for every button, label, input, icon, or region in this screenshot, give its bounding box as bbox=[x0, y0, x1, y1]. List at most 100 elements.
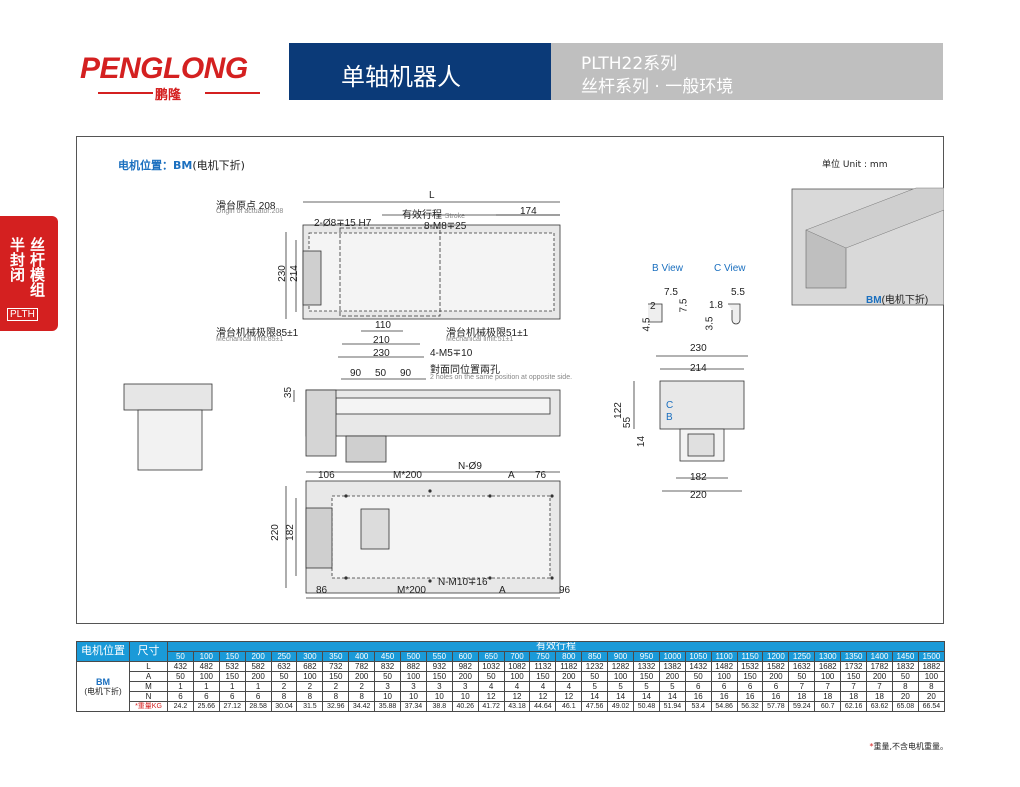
label-76: 76 bbox=[535, 470, 547, 481]
label-eb: B bbox=[666, 412, 673, 423]
table-cell: 1482 bbox=[710, 661, 738, 672]
table-cell: 100 bbox=[710, 671, 738, 682]
table-cell: 6 bbox=[684, 681, 712, 692]
table-cell: 200 bbox=[658, 671, 686, 682]
table-cell: 2 bbox=[270, 681, 298, 692]
stroke-header-cell: 50 bbox=[167, 651, 194, 662]
table-cell: 60.7 bbox=[814, 701, 842, 712]
page-title: 单轴机器人 bbox=[341, 63, 461, 91]
label-m200b: M*200 bbox=[397, 585, 426, 596]
motor-position-code: BM bbox=[173, 159, 193, 172]
table-cell: 1282 bbox=[607, 661, 635, 672]
label-e14: 14 bbox=[636, 435, 648, 448]
label-mech85: 滑台机械极限85±1 bbox=[216, 328, 299, 339]
table-cell: 2 bbox=[296, 681, 324, 692]
table-cell: 44.64 bbox=[529, 701, 557, 712]
table-cell: 150 bbox=[529, 671, 557, 682]
table-cell: 582 bbox=[244, 661, 272, 672]
logo-chinese: 鹏隆 bbox=[155, 88, 182, 103]
table-cell: 982 bbox=[451, 661, 479, 672]
table-cell: 732 bbox=[322, 661, 350, 672]
table-cell: 150 bbox=[736, 671, 764, 682]
table-cell: 782 bbox=[348, 661, 376, 672]
label-stroke-cn: 有效行程 bbox=[402, 210, 442, 221]
table-cell: 20 bbox=[917, 691, 945, 702]
stroke-header-cell: 650 bbox=[477, 651, 505, 662]
table-cell: 30.04 bbox=[270, 701, 298, 712]
top-view-motor-end bbox=[302, 250, 322, 306]
table-cell: 5 bbox=[581, 681, 609, 692]
table-cell: 47.56 bbox=[581, 701, 609, 712]
technical-drawing bbox=[123, 187, 944, 599]
stroke-header-cell: 100 bbox=[192, 651, 220, 662]
label-c35: 3.5 bbox=[704, 316, 716, 331]
table-cell: 37.34 bbox=[400, 701, 427, 712]
table-cell: 34.42 bbox=[348, 701, 376, 712]
stroke-header-cell: 1150 bbox=[736, 651, 764, 662]
label-c55: 5.5 bbox=[731, 287, 745, 298]
table-cell: 53.4 bbox=[684, 701, 712, 712]
table-cell: 6 bbox=[244, 691, 272, 702]
table-cell: 682 bbox=[296, 661, 324, 672]
table-cell: 8 bbox=[270, 691, 298, 702]
label-b75: 7.5 bbox=[664, 287, 678, 298]
table-cell: 4 bbox=[555, 681, 583, 692]
table-cell: 150 bbox=[633, 671, 660, 682]
logo-divider-right bbox=[205, 92, 260, 94]
company-logo: PENGLONG 鹏隆 bbox=[80, 52, 280, 103]
b-view-profile bbox=[648, 303, 663, 323]
table-cell: 1382 bbox=[658, 661, 686, 672]
table-cell: 1082 bbox=[503, 661, 531, 672]
table-cell: 10 bbox=[400, 691, 427, 702]
table-cell: 5 bbox=[658, 681, 686, 692]
table-cell: 10 bbox=[451, 691, 479, 702]
table-cell: 51.94 bbox=[658, 701, 686, 712]
table-cell: 932 bbox=[425, 661, 453, 672]
table-cell: 10 bbox=[425, 691, 453, 702]
table-cell: 7 bbox=[788, 681, 816, 692]
label-e230: 230 bbox=[690, 343, 707, 354]
stroke-header-cell: 1350 bbox=[840, 651, 868, 662]
table-cell: 100 bbox=[814, 671, 842, 682]
table-cell: 1132 bbox=[529, 661, 557, 672]
table-cell: 50 bbox=[684, 671, 712, 682]
label-origin: 滑台原点 208 bbox=[216, 201, 276, 212]
table-cell: 43.18 bbox=[503, 701, 531, 712]
unit-label: 单位 Unit : mm bbox=[822, 160, 888, 170]
side-view-rail bbox=[335, 397, 551, 415]
series-name: PLTH22系列 bbox=[581, 54, 678, 74]
label-b-view: B View bbox=[652, 263, 683, 274]
table-cell: 12 bbox=[555, 691, 583, 702]
table-cell: 41.72 bbox=[477, 701, 505, 712]
stroke-header-cell: 1300 bbox=[814, 651, 842, 662]
row-key-cell: N bbox=[129, 691, 168, 702]
table-cell: 100 bbox=[296, 671, 324, 682]
table-cell: 1682 bbox=[814, 661, 842, 672]
table-cell: 6 bbox=[167, 691, 194, 702]
table-cell: 8 bbox=[891, 681, 919, 692]
table-cell: 100 bbox=[607, 671, 635, 682]
label-182-vertical: 182 bbox=[284, 524, 296, 541]
side-view-motor bbox=[305, 389, 337, 457]
label-b45: 4.5 bbox=[641, 317, 653, 332]
stroke-header-cell: 300 bbox=[296, 651, 324, 662]
table-cell: 7 bbox=[814, 681, 842, 692]
table-header-stroke: 有效行程 bbox=[167, 641, 945, 652]
table-cell: 18 bbox=[788, 691, 816, 702]
table-cell: 1782 bbox=[866, 661, 893, 672]
table-cell: 3 bbox=[425, 681, 453, 692]
stroke-header-cell: 1100 bbox=[710, 651, 738, 662]
table-cell: 532 bbox=[218, 661, 246, 672]
table-cell: 150 bbox=[218, 671, 246, 682]
table-cell: 6 bbox=[736, 681, 764, 692]
label-m200a: M*200 bbox=[393, 470, 422, 481]
table-cell: 1732 bbox=[840, 661, 868, 672]
table-cell: 100 bbox=[192, 671, 220, 682]
stroke-header-cell: 1250 bbox=[788, 651, 816, 662]
table-cell: 4 bbox=[477, 681, 505, 692]
stroke-header-cell: 1000 bbox=[658, 651, 686, 662]
product-photo-body bbox=[805, 187, 944, 249]
stroke-header-cell: 600 bbox=[451, 651, 479, 662]
table-cell: 25.66 bbox=[192, 701, 220, 712]
stroke-header-cell: 250 bbox=[270, 651, 298, 662]
